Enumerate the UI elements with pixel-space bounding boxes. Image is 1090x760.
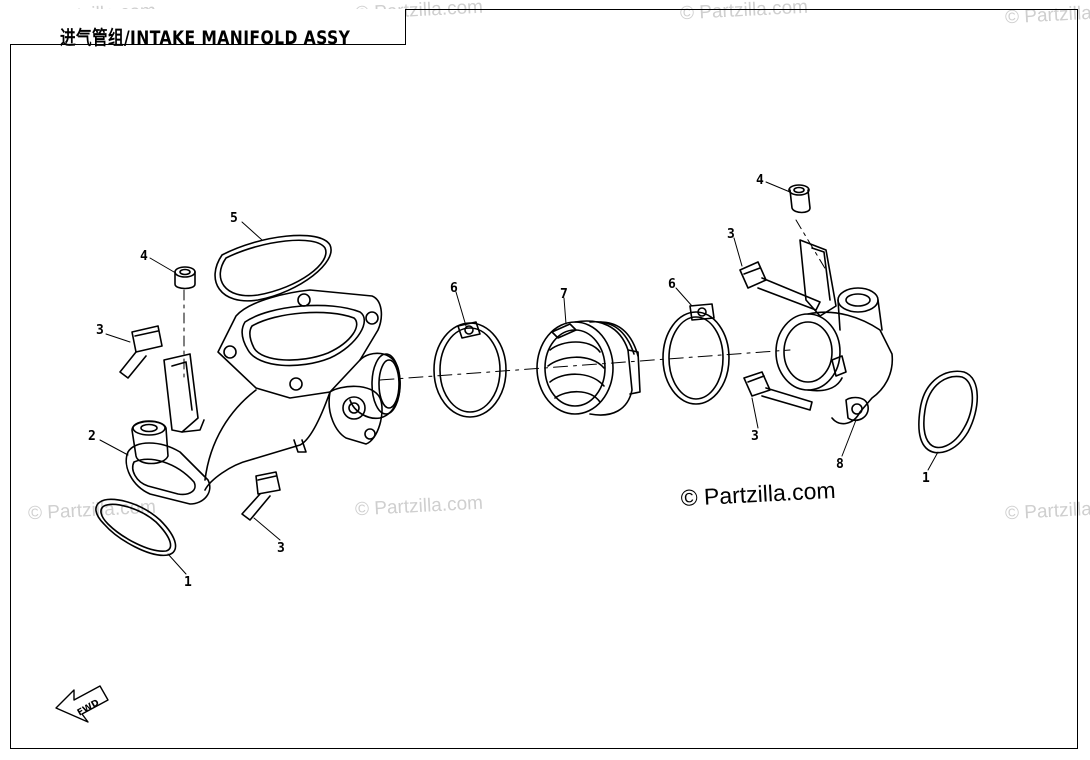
part-2-manifold-joint <box>125 289 401 505</box>
part-6-clamp-left <box>433 321 507 418</box>
diagram-frame <box>10 9 1078 749</box>
callout-3-upper-right: 3 <box>727 227 735 242</box>
part-1-o-ring-left <box>95 498 177 557</box>
fwd-label: FWD <box>76 698 101 718</box>
callout-3-lower-right: 3 <box>751 429 759 444</box>
part-4-collar-left <box>174 266 196 290</box>
callout-6-left: 6 <box>450 281 458 296</box>
callout-5: 5 <box>230 211 238 226</box>
callout-3-lower-left: 3 <box>277 541 285 556</box>
fwd-arrow-icon <box>55 685 109 723</box>
title-box: 进气管组/INTAKE MANIFOLD ASSY <box>10 9 406 49</box>
leader-lines <box>99 181 939 575</box>
center-axis-line <box>379 349 791 381</box>
callout-2: 2 <box>88 429 96 444</box>
part-6-clamp-right <box>662 303 730 405</box>
callout-4-right: 4 <box>756 173 764 188</box>
part-5-o-ring <box>214 234 332 302</box>
part-4-collar-right <box>788 184 811 214</box>
callout-7: 7 <box>560 287 568 302</box>
callout-1-right: 1 <box>922 471 930 486</box>
callout-4-left: 4 <box>140 249 148 264</box>
callout-3-upper-left: 3 <box>96 323 104 338</box>
callout-8: 8 <box>836 457 844 472</box>
part-3-bolt-upper-right <box>739 261 821 311</box>
callout-1-left: 1 <box>184 575 192 590</box>
part-3-bolt-upper-left <box>119 325 163 379</box>
part-3-bolt-lower-left <box>241 471 281 521</box>
page-title: 进气管组/INTAKE MANIFOLD ASSY <box>60 27 351 49</box>
part-1-o-ring-right <box>918 370 978 454</box>
part-8-manifold-joint <box>775 239 894 425</box>
callout-6-right: 6 <box>668 277 676 292</box>
part-3-bolt-lower-right <box>743 371 813 411</box>
part-7-intake-boot <box>536 320 641 416</box>
